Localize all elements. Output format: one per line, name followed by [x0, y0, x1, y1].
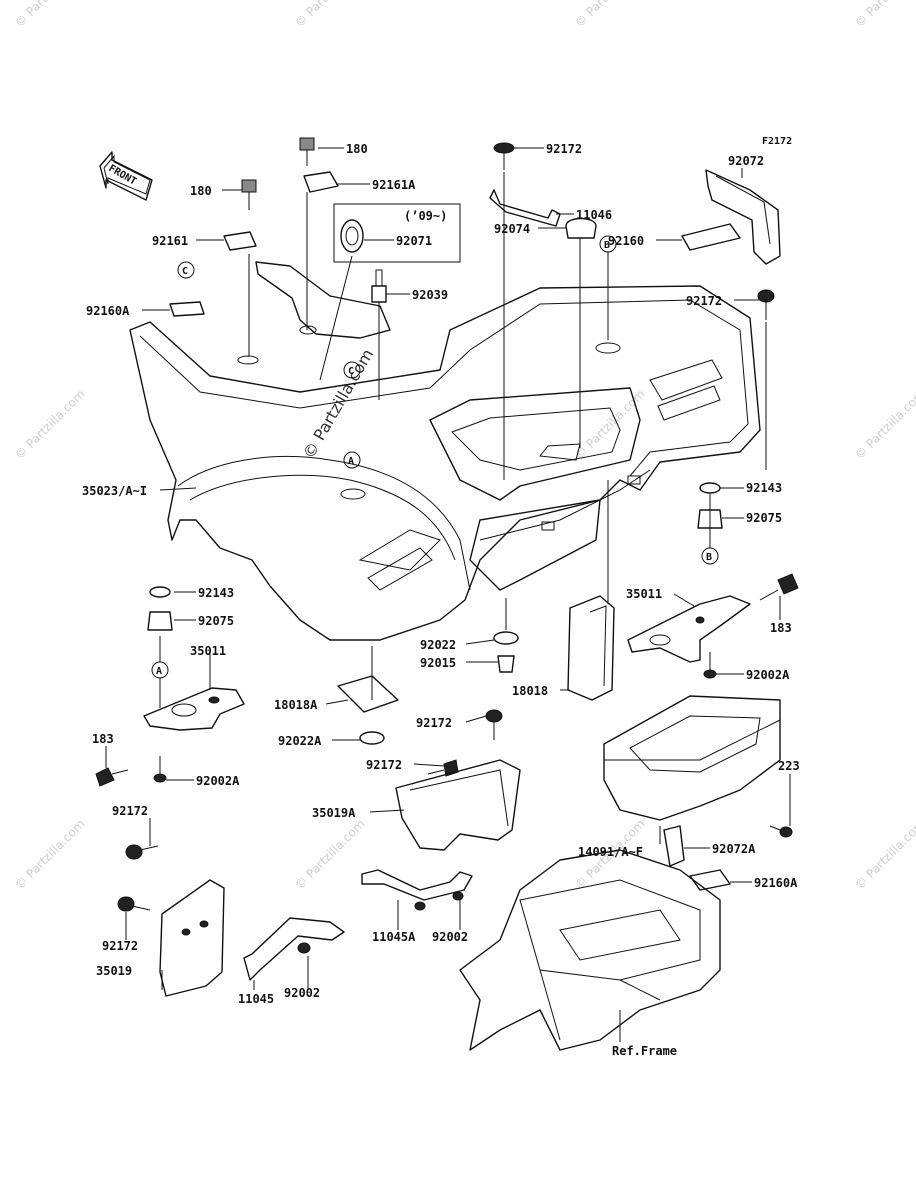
front-arrow-icon: FRONT	[99, 151, 153, 201]
part-label: 92172	[546, 142, 582, 156]
part-label: 180	[190, 184, 212, 198]
part-label: 223	[778, 759, 800, 773]
left-hardware-drawing	[95, 586, 245, 787]
right-hardware-drawing	[493, 482, 799, 701]
center-hardware-drawing	[337, 675, 521, 911]
part-label: 92002A	[746, 668, 790, 682]
ref-marker-a: A	[348, 456, 354, 467]
part-label: 92002	[432, 930, 468, 944]
watermark-text-main: © Partzilla.com	[299, 346, 377, 462]
part-label: 92075	[746, 511, 782, 525]
part-label: 92072	[728, 154, 764, 168]
ref-marker-c: C	[348, 366, 354, 377]
part-label: 92172	[102, 939, 138, 953]
cover-and-frame-drawing	[459, 695, 793, 1051]
part-label: 92002	[284, 986, 320, 1000]
part-label: 35011	[626, 587, 662, 601]
part-label: 183	[770, 621, 792, 635]
watermark-text: © Partzilla.com	[292, 0, 367, 30]
watermark-text: © Partzilla.com	[12, 0, 87, 30]
part-label: 18018A	[274, 698, 318, 712]
part-label: 92160A	[86, 304, 130, 318]
part-label: 35019	[96, 964, 132, 978]
watermark-text: © Partzilla.com	[852, 0, 916, 30]
part-label: 92143	[198, 586, 234, 600]
year-note-box	[333, 203, 461, 263]
part-label: 92075	[198, 614, 234, 628]
part-label: 92160	[608, 234, 644, 248]
watermark-text: © Partzilla.com	[852, 387, 916, 462]
year-note: (’09~)	[404, 209, 447, 223]
part-label: 92022A	[278, 734, 322, 748]
part-label: 92074	[494, 222, 530, 236]
part-label: 92172	[686, 294, 722, 308]
part-label: 92072A	[712, 842, 756, 856]
part-label: 18018	[512, 684, 548, 698]
diagram-code: F2172	[762, 136, 792, 147]
part-label: 92172	[416, 716, 452, 730]
watermark-text: © Partzilla.com	[12, 817, 87, 892]
watermark-text: © Partzilla.com	[572, 387, 647, 462]
leader-lines	[105, 147, 791, 1042]
reference-markers: C C B A B A	[151, 235, 719, 679]
rear-fender-drawing	[129, 261, 761, 641]
watermark-text: © Partzilla.com	[852, 817, 916, 892]
part-label: 92071	[396, 234, 432, 248]
part-label: 11045	[238, 992, 274, 1006]
part-label: 92161A	[372, 178, 416, 192]
part-label: 180	[346, 142, 368, 156]
mudflap-drawing	[117, 844, 345, 997]
ref-marker-a: A	[156, 666, 162, 677]
ref-marker-b: B	[604, 240, 610, 251]
part-label: 11045A	[372, 930, 416, 944]
part-labels: 180 92161A 180 92161 92071 92039 92160A …	[82, 142, 800, 1058]
top-hardware-drawing	[169, 137, 781, 320]
watermark-text: © Partzilla.com	[12, 387, 87, 462]
ref-frame-label: Ref.Frame	[612, 1044, 677, 1058]
part-label: 92002A	[196, 774, 240, 788]
part-label: 92160A	[754, 876, 798, 890]
part-label: 11046	[576, 208, 612, 222]
part-label: 35023/A~I	[82, 484, 147, 498]
part-label: 92039	[412, 288, 448, 302]
part-label: 35011	[190, 644, 226, 658]
part-label: 92015	[420, 656, 456, 670]
part-label: 92143	[746, 481, 782, 495]
part-label: 14091/A~F	[578, 845, 643, 859]
part-label: 92161	[152, 234, 188, 248]
watermark-text: © Partzilla.com	[292, 817, 367, 892]
ref-marker-c: C	[182, 266, 188, 277]
watermark-text: © Partzilla.com	[572, 0, 647, 30]
part-label: 35019A	[312, 806, 356, 820]
ref-marker-b: B	[706, 552, 712, 563]
part-label: 92172	[112, 804, 148, 818]
part-label: 92172	[366, 758, 402, 772]
part-label: 92022	[420, 638, 456, 652]
part-label: 183	[92, 732, 114, 746]
